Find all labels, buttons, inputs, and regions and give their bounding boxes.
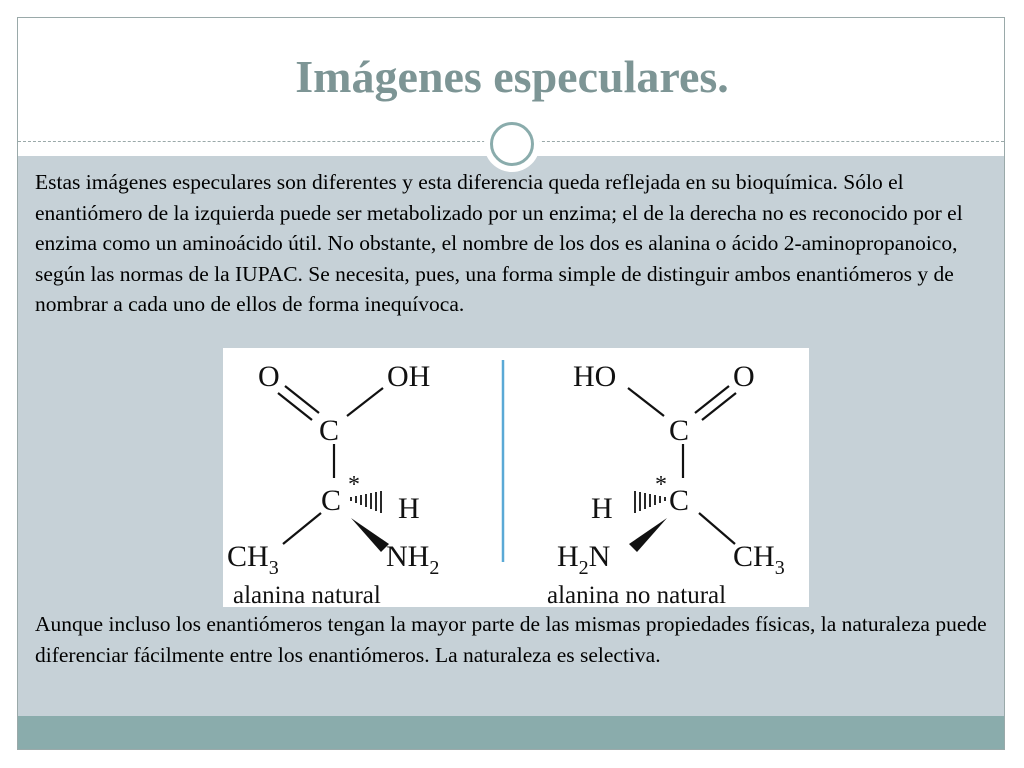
- alanine-enantiomers-figure: O OH C C * H CH3 NH2 alani: [223, 348, 809, 607]
- left-double-bond-b: [277, 392, 313, 421]
- left-ch3: CH3: [227, 540, 279, 579]
- left-wedge-bond: [351, 518, 389, 552]
- right-hashed-bond: [634, 491, 666, 513]
- left-atom-o: O: [258, 360, 280, 393]
- right-bond-ch3: [698, 512, 736, 545]
- right-atom-o: O: [733, 360, 755, 393]
- footer-band: [18, 716, 1004, 749]
- circle-ornament-icon: [490, 122, 534, 166]
- slide-title: Imágenes especulares.: [295, 51, 729, 102]
- right-bond-c-oh: [627, 387, 665, 417]
- left-atom-c-chiral: C: [321, 484, 341, 517]
- left-bond-c-oh: [346, 387, 384, 417]
- right-chiral-mark: *: [655, 472, 667, 498]
- right-atom-ho: HO: [573, 360, 616, 393]
- left-atom-h: H: [398, 492, 420, 525]
- left-double-bond-a: [284, 385, 320, 414]
- left-caption: alanina natural: [233, 582, 381, 607]
- intro-paragraph: Estas imágenes especulares son diferente…: [35, 170, 963, 316]
- right-wedge-bond: [629, 518, 667, 552]
- right-atom-c-chiral: C: [669, 484, 689, 517]
- left-atom-c-top: C: [319, 414, 339, 447]
- right-ch3: CH3: [733, 540, 785, 579]
- left-bond-ch3: [282, 512, 322, 545]
- right-atom-h: H: [591, 492, 613, 525]
- right-h2n: H2N: [557, 540, 610, 579]
- right-atom-c-top: C: [669, 414, 689, 447]
- left-hashed-bond: [350, 491, 382, 513]
- right-caption: alanina no natural: [547, 582, 726, 607]
- right-molecule: HO O C C * H H2N CH3 alani: [547, 360, 785, 607]
- left-atom-oh: OH: [387, 360, 430, 393]
- left-molecule: O OH C C * H CH3 NH2 alani: [227, 360, 439, 607]
- right-double-bond-a: [694, 385, 730, 414]
- left-nh2: NH2: [386, 540, 439, 579]
- right-double-bond-b: [701, 392, 737, 421]
- left-chiral-mark: *: [348, 472, 360, 498]
- conclusion-paragraph: Aunque incluso los enantiómeros tengan l…: [35, 612, 987, 667]
